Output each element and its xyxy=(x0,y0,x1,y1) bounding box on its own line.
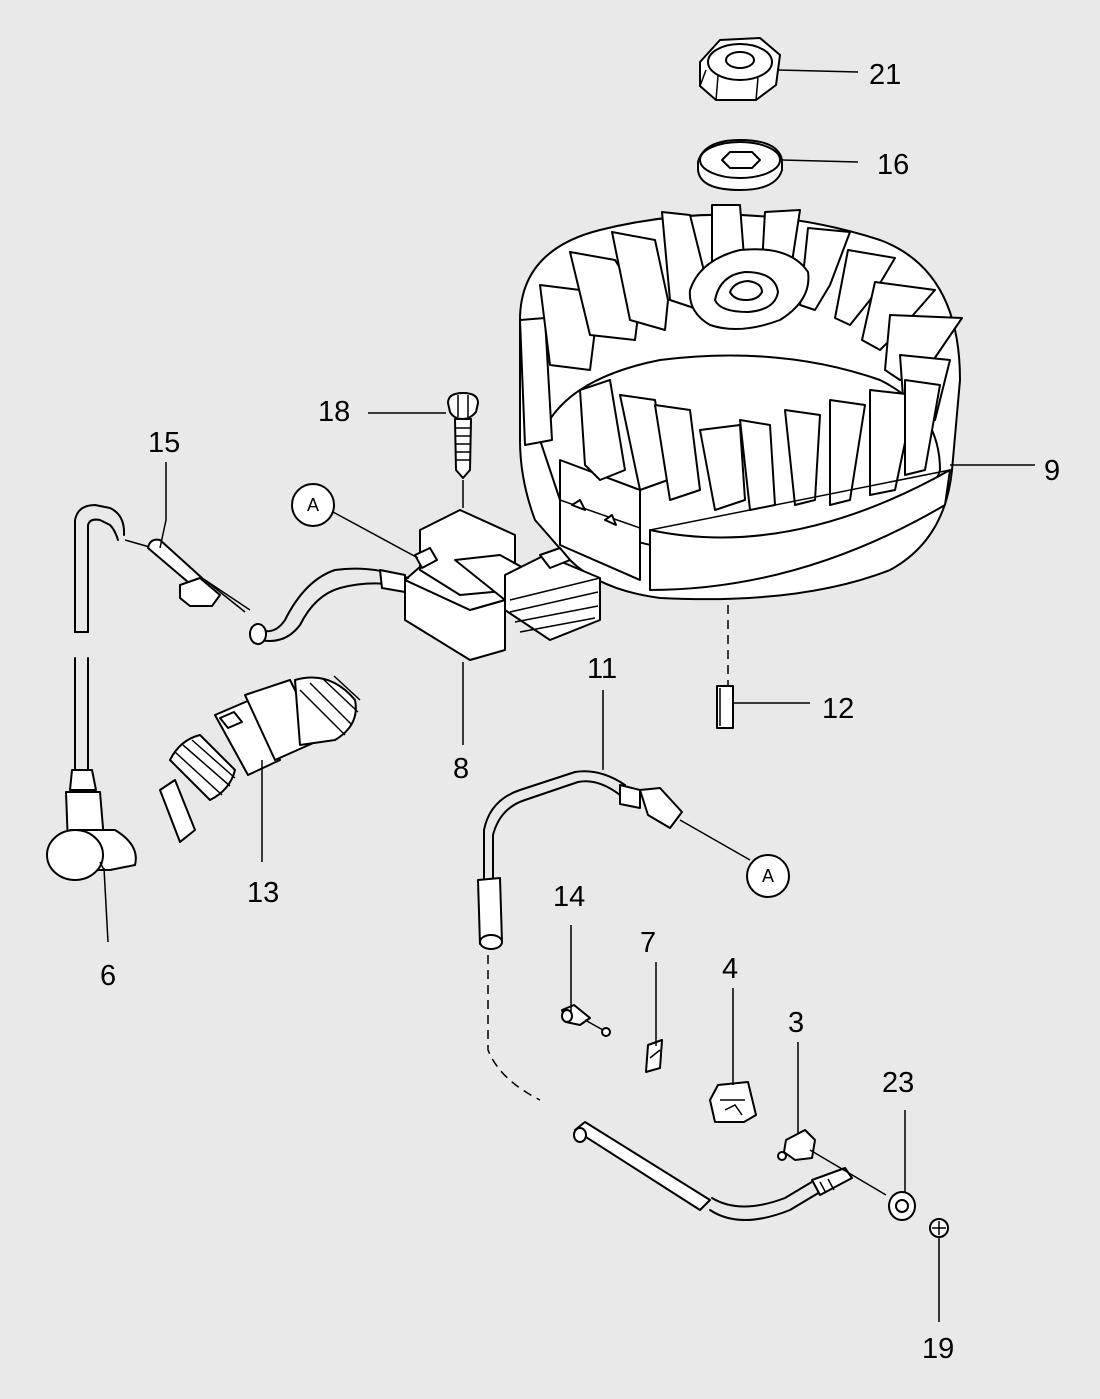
ignition-module xyxy=(249,509,601,661)
callout-15: 15 xyxy=(148,427,180,459)
callout-11: 11 xyxy=(587,653,617,685)
flywheel-nut xyxy=(699,37,781,101)
callout-7: 7 xyxy=(640,927,656,959)
flywheel xyxy=(519,204,963,601)
terminal xyxy=(561,1004,611,1037)
callout-23: 23 xyxy=(882,1067,914,1099)
callout-6: 6 xyxy=(100,960,116,992)
key xyxy=(716,685,734,729)
screw-small xyxy=(929,1218,949,1238)
spark-plug xyxy=(159,675,361,843)
spark-plug-boot xyxy=(46,657,137,881)
stop-wire xyxy=(477,770,853,1221)
screw xyxy=(447,392,479,479)
callout-3: 3 xyxy=(788,1007,804,1039)
leader-lines xyxy=(103,69,1035,1322)
callout-12: 12 xyxy=(822,693,854,725)
callout-19: 19 xyxy=(922,1333,954,1365)
ref-marker-a-left: A xyxy=(291,483,419,559)
callout-18: 18 xyxy=(318,396,350,428)
ref-marker-a-right: A xyxy=(746,854,790,898)
clip xyxy=(645,1039,663,1073)
ref-marker-a-right-label: A xyxy=(762,866,774,886)
cable-sleeve xyxy=(74,504,251,633)
washer xyxy=(697,139,783,191)
grommet xyxy=(709,1081,757,1123)
ref-marker-a-left-label: A xyxy=(307,495,319,515)
washer-small xyxy=(888,1191,916,1221)
switch xyxy=(777,1129,887,1196)
callout-9: 9 xyxy=(1044,455,1060,487)
callout-labels: 21 16 9 18 15 12 11 8 13 6 14 7 4 3 23 1… xyxy=(100,59,1060,1365)
callout-13: 13 xyxy=(247,877,279,909)
callout-8: 8 xyxy=(453,753,469,785)
callout-14: 14 xyxy=(553,881,585,913)
callout-4: 4 xyxy=(722,953,738,985)
callout-21: 21 xyxy=(869,59,901,91)
callout-16: 16 xyxy=(877,149,909,181)
